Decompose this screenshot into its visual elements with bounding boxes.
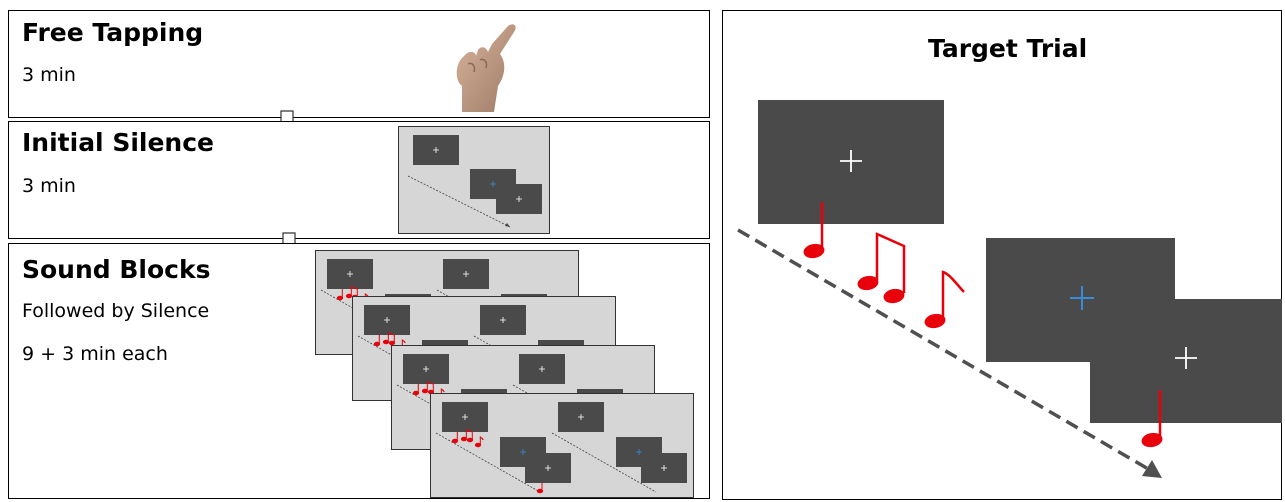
fixation-cross-icon — [1070, 286, 1094, 310]
free-tapping-title: Free Tapping — [22, 18, 204, 47]
music-note-icon — [803, 202, 825, 259]
sound-blocks-line-2: 9 + 3 min each — [22, 343, 168, 365]
target-trial-diagram — [737, 100, 1282, 478]
sound-block-stack — [315, 250, 694, 498]
fixation-cross-icon — [1175, 347, 1197, 369]
free-tapping-duration: 3 min — [22, 64, 76, 86]
hand-icon — [456, 24, 516, 112]
time-arrow-head — [1142, 460, 1162, 478]
initial-silence-title: Initial Silence — [22, 128, 215, 157]
sound-block-thumbnail — [430, 393, 694, 498]
initial-silence-panel — [8, 121, 710, 239]
fixation-cross-icon — [840, 150, 862, 172]
initial-silence-thumbnail — [398, 126, 550, 234]
music-note-icon — [857, 232, 906, 304]
sound-blocks-title: Sound Blocks — [22, 255, 211, 284]
sound-blocks-line-1: Followed by Silence — [22, 300, 210, 322]
target-trial-title: Target Trial — [928, 34, 1088, 63]
music-note-icon — [924, 270, 965, 329]
initial-silence-duration: 3 min — [22, 175, 76, 197]
free-tapping-panel — [8, 10, 710, 118]
music-note-icon — [1141, 390, 1163, 448]
